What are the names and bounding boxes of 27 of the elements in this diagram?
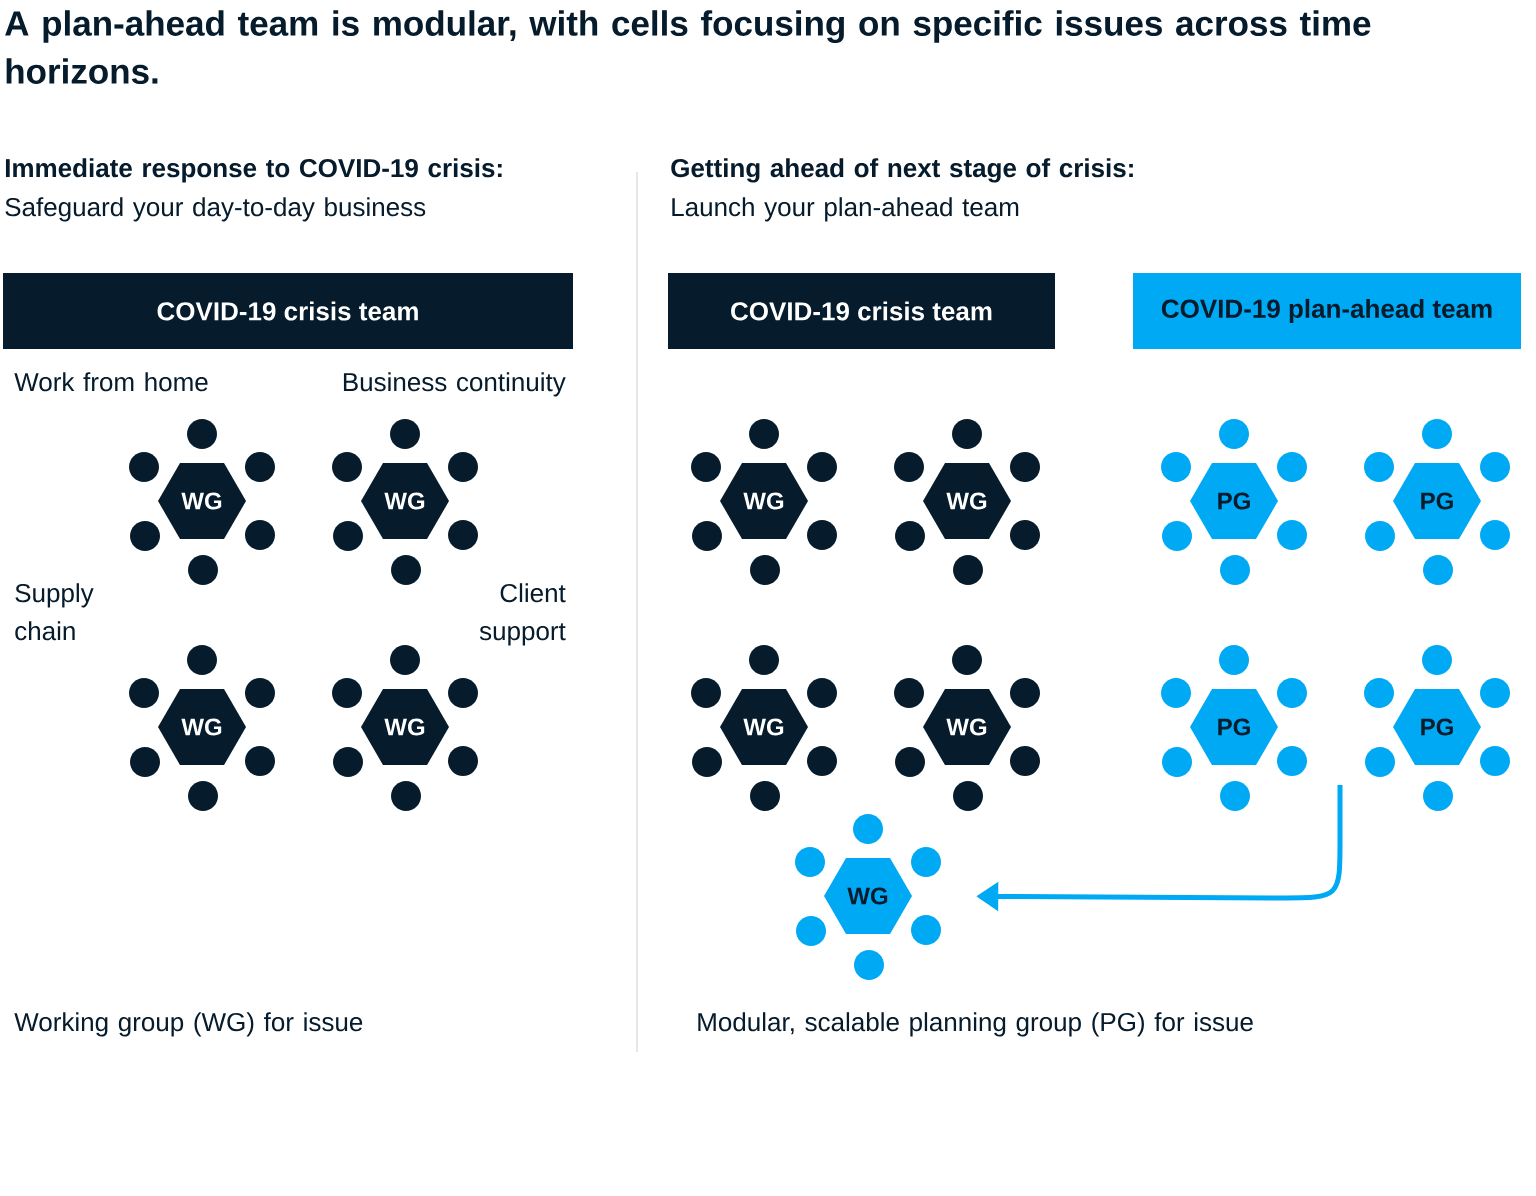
- group-hexagon: WG: [720, 688, 808, 766]
- group-hexagon: WG: [361, 688, 449, 766]
- group-hexagon: WG: [158, 688, 246, 766]
- section-heading: Getting ahead of next stage of crisis:: [671, 158, 1133, 183]
- group-hexagon: WG: [824, 857, 912, 935]
- team-bar: COVID-19 plan-ahead team: [1133, 273, 1521, 349]
- group-hexagon: PG: [1190, 462, 1278, 540]
- group-label: Supply chain: [15, 583, 94, 641]
- team-bar: COVID-19 crisis team: [3, 273, 573, 349]
- section-subheading: Safeguard your day-to-day business: [5, 197, 426, 222]
- group-hexagon: WG: [720, 462, 808, 540]
- section-heading: Immediate response to COVID-19 crisis:: [5, 158, 502, 183]
- group-hexagon: PG: [1393, 462, 1481, 540]
- group-hexagon: PG: [1393, 688, 1481, 766]
- section-subheading: Launch your plan-ahead team: [672, 197, 1019, 222]
- group-hexagon: WG: [361, 462, 449, 540]
- group-label: Work from home: [14, 372, 208, 392]
- group-label: Client support: [479, 583, 566, 646]
- group-hexagon: WG: [158, 462, 246, 540]
- group-hexagon: WG: [923, 462, 1011, 540]
- group-hexagon: PG: [1190, 688, 1278, 766]
- caption-text: Working group (WG) for issue: [14, 1012, 363, 1037]
- group-hexagon: WG: [923, 688, 1011, 766]
- team-bar: COVID-19 crisis team: [668, 273, 1055, 349]
- group-label: Business continuity: [343, 372, 566, 397]
- caption-text: Modular, scalable planning group (PG) for issue: [698, 1012, 1253, 1037]
- title: A plan-ahead team is modular, with cells focusing on specific issues across time horizons.: [5, 10, 1371, 84]
